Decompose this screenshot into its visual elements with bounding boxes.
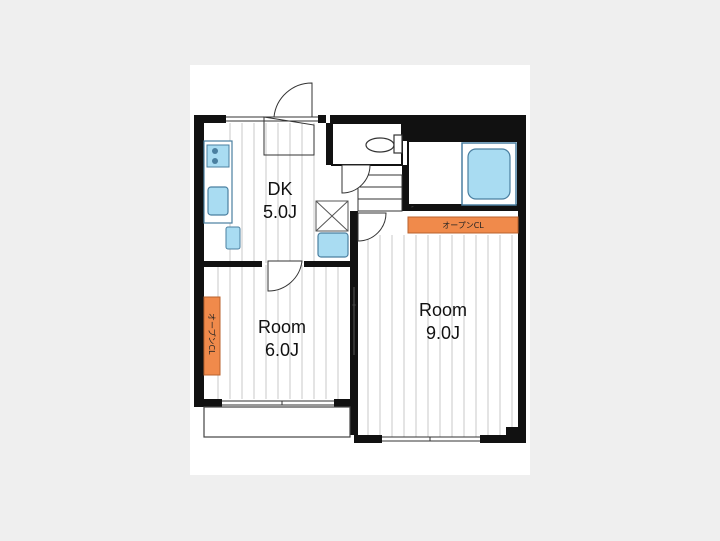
closet-top-right: オープンCL — [407, 216, 519, 234]
room-dk-size: 5.0J — [263, 202, 297, 222]
floor-plan-card: オープンCL オープンCL DK 5.0J Room 6.0J Room 9.0… — [190, 65, 530, 475]
washer-pan-icon — [315, 200, 349, 232]
closet-left: オープンCL — [203, 296, 221, 376]
room-9-name: Room — [419, 300, 467, 320]
room-dk-name: DK — [267, 179, 292, 199]
door-swing-icon — [263, 82, 387, 355]
floor-stripes-room6 — [217, 265, 339, 399]
toilet-icon — [365, 134, 403, 154]
bathtub-icon — [461, 142, 517, 206]
stove-icon — [206, 144, 230, 168]
kitchen-counter — [203, 140, 241, 250]
room-6-size: 6.0J — [265, 340, 299, 360]
fridge-space — [225, 226, 241, 250]
room-9-size: 9.0J — [426, 323, 460, 343]
floor-plan-diagram: オープンCL オープンCL DK 5.0J Room 6.0J Room 9.0… — [194, 82, 526, 443]
room-6-name: Room — [258, 317, 306, 337]
balcony — [203, 406, 351, 438]
washbasin-icon — [317, 232, 349, 258]
closet-left-label: オープンCL — [207, 313, 216, 355]
floor-stripes-room9 — [367, 235, 513, 437]
sink-icon — [207, 186, 229, 216]
closet-top-right-label: オープンCL — [442, 221, 484, 230]
floor-stripes-dk — [229, 123, 315, 263]
